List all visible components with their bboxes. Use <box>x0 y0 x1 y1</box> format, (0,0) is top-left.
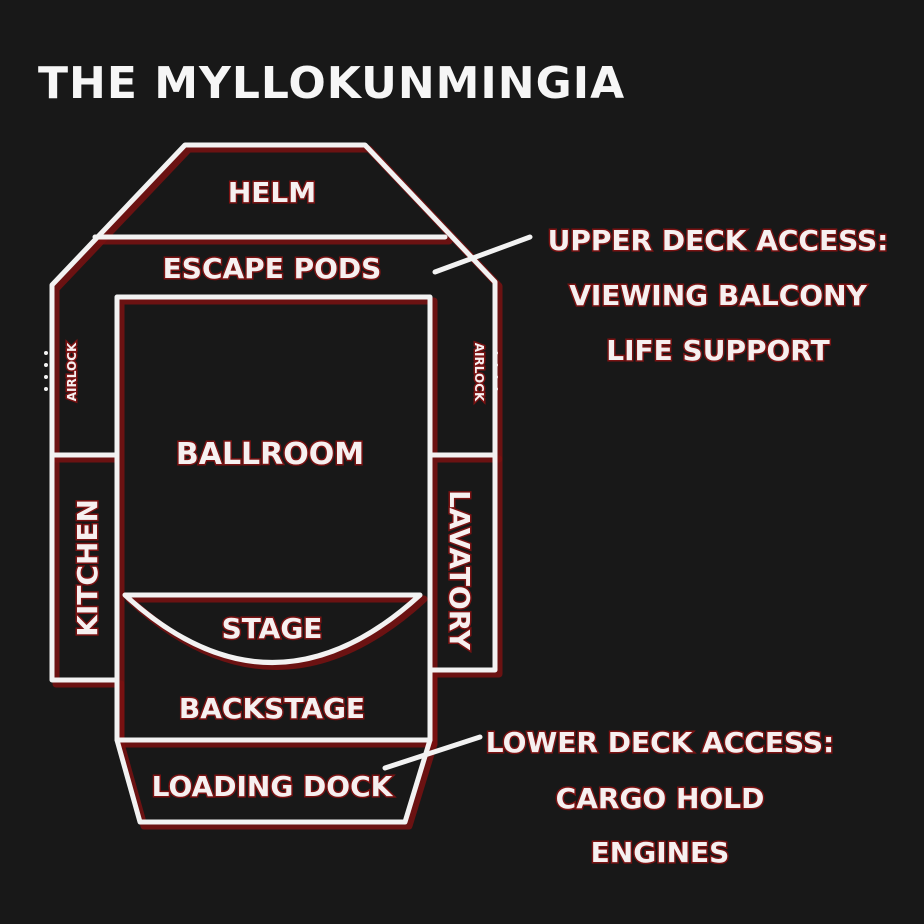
room-airlock-left: AIRLOCK <box>65 342 79 401</box>
walls <box>49 142 533 825</box>
room-ballroom: BALLROOM <box>176 437 364 472</box>
room-escape-pods: ESCAPE PODS <box>163 252 382 285</box>
upper-deck-item: LIFE SUPPORT <box>606 334 829 367</box>
lower-deck-heading: LOWER DECK ACCESS: <box>486 726 835 759</box>
room-lavatory: LAVATORY <box>443 490 476 651</box>
upper-deck-item: VIEWING BALCONY <box>569 279 867 312</box>
room-loading-dock: LOADING DOCK <box>152 770 394 803</box>
room-airlock-right: AIRLOCK <box>472 343 486 402</box>
upper-deck-callout: UPPER DECK ACCESS: VIEWING BALCONY LIFE … <box>546 223 890 369</box>
room-backstage: BACKSTAGE <box>179 692 365 725</box>
lower-deck-item: ENGINES <box>591 836 730 869</box>
room-kitchen: KITCHEN <box>71 499 104 637</box>
map-title: THE MYLLOKUNMINGIA <box>38 58 625 109</box>
upper-deck-heading: UPPER DECK ACCESS: <box>548 224 889 257</box>
airlock-doors <box>44 351 498 391</box>
room-helm: HELM <box>228 176 316 209</box>
lower-deck-callout: LOWER DECK ACCESS: CARGO HOLD ENGINES <box>484 725 836 871</box>
lower-deck-item: CARGO HOLD <box>556 782 765 815</box>
wall-shadows <box>52 145 503 830</box>
room-stage: STAGE <box>222 612 323 645</box>
